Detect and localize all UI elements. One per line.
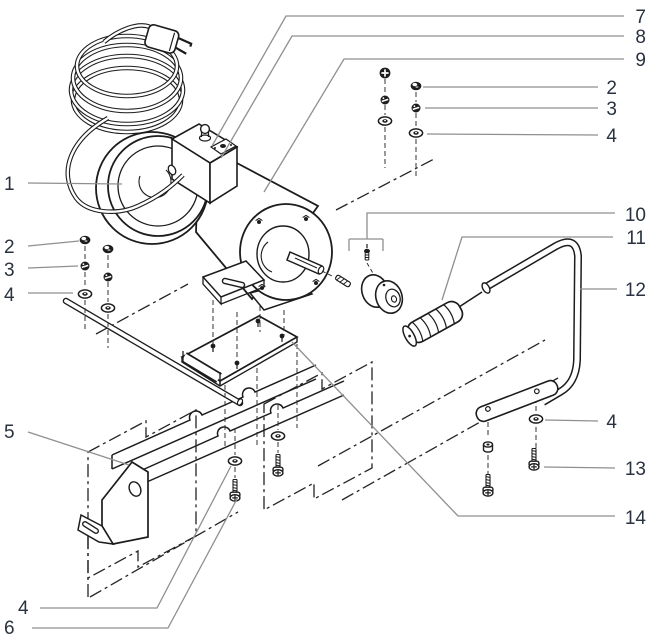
motor-front-foot [201,260,266,306]
callout-8: 8 [635,27,646,48]
callout-11: 11 [626,228,646,249]
callout-3-left: 3 [4,260,15,281]
leader-8 [220,35,624,159]
handle-assembly [402,238,583,497]
leader-2-left [27,240,80,247]
leader-3-left [27,265,79,269]
nut-upper-right [410,81,422,91]
hardware-left-column-1 [77,235,93,299]
hardware-top-column-1 [377,66,393,126]
callout-10: 10 [625,205,646,226]
leader-1 [27,182,123,185]
screw-top-view [378,66,392,80]
motor-mounting-plate [62,297,299,407]
pulley [360,274,404,314]
leader-lines [27,15,624,629]
cord-connector [167,164,177,176]
callout-3-upper-right: 3 [606,99,617,120]
handle-grip [402,300,464,347]
leader-4-handle [544,419,599,422]
flat-washer-left [77,289,93,299]
phantom-rail-upper-right [335,157,437,211]
callout-7: 7 [635,7,646,28]
pulley-assembly [321,244,404,314]
leader-4-right [426,133,599,136]
callout-5: 5 [4,422,15,443]
set-screw [364,244,370,261]
callout-labels: 7 8 9 2 3 4 1 2 3 4 10 11 12 5 4 13 14 4… [4,7,646,639]
leader-11 [441,236,613,301]
callout-14: 14 [625,508,647,529]
handle-screw-left [482,473,494,497]
callout-2-left: 2 [4,237,15,258]
nut-left [79,235,91,245]
callout-12: 12 [625,280,646,301]
leader-7 [211,15,624,147]
phantom-frame [87,157,559,598]
phantom-rail-right-2 [341,377,559,501]
hardware-top-column-2 [408,81,424,138]
flat-washer-bottom [227,456,243,466]
shaft-key [334,274,352,288]
junction-box [167,123,239,205]
callout-9: 9 [635,50,646,71]
lock-washer-upper-right [410,102,422,114]
bottom-screw [229,478,241,502]
leader-10 [348,212,615,251]
handle-flat-tab [475,379,559,423]
callout-13: 13 [625,459,646,480]
assembly-axis-dashes [212,298,298,448]
leader-9 [263,58,624,193]
phantom-rail-right-1 [317,339,546,467]
handle-tube [483,238,583,406]
handle-nut [482,441,494,453]
leader-14 [291,341,615,517]
leader-6 [32,498,238,629]
lock-washer-left [79,260,91,272]
callout-4-right: 4 [606,412,617,433]
motor-end-cap [239,203,333,301]
callout-2-upper-right: 2 [606,78,617,99]
handle-screw [528,447,540,471]
handle-tube-open-end [481,282,491,294]
flat-washer-upper-right [408,128,424,138]
callout-4-bottom: 4 [18,598,29,619]
leader-4-bottom [40,465,232,609]
flat-washer-handle [528,414,544,424]
motor-shaft [286,250,325,276]
callout-1: 1 [4,174,15,195]
handle-cross-rod [62,297,244,407]
callout-4-left: 4 [4,285,15,306]
grip-rod [458,291,483,308]
switch-button [198,123,212,142]
mount-bracket [77,460,149,545]
leader-5 [27,431,130,466]
motor [95,123,333,311]
callout-6: 6 [4,618,15,639]
phantom-panel-center [263,360,373,512]
cord-coil [68,33,186,135]
power-plug [144,24,193,55]
frame-rails [111,364,345,486]
power-cord [65,23,193,214]
leader-13 [543,466,616,469]
phantom-corner-left [87,511,239,598]
callout-4-upper-right: 4 [606,126,617,147]
